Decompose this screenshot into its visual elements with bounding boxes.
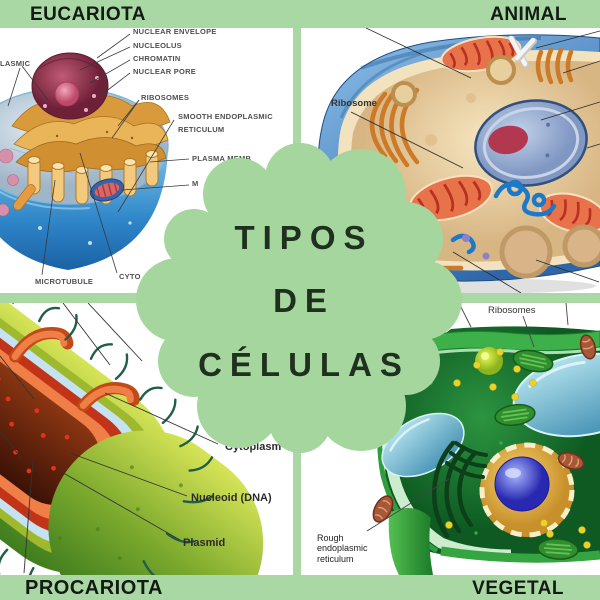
- mitochondrion: [89, 178, 125, 202]
- eucariota-illustration: [0, 33, 190, 276]
- nucleus: [479, 442, 575, 538]
- leader-lines: [366, 303, 569, 532]
- nucleolus-shape: [494, 456, 550, 512]
- label-nuclear-pore: NUCLEAR PORE: [133, 67, 197, 76]
- animal-quadrant: [301, 28, 600, 293]
- header-animal: ANIMAL: [490, 4, 567, 25]
- capsule-texture: [57, 465, 183, 561]
- small-organelles: [0, 148, 36, 217]
- label-nucleolus: NUCLEOLUS: [133, 41, 182, 50]
- nucleolus-shape: [54, 81, 80, 107]
- label-plasma-membrane: PLASMA MEMB: [192, 154, 252, 163]
- er-tubes: [27, 150, 159, 205]
- label-nuclear-envelope: NUCLEAR ENVELOPE: [133, 27, 217, 36]
- procariota-quadrant: [0, 303, 293, 575]
- leader-lines: [0, 303, 219, 574]
- leader-lines: [350, 28, 600, 293]
- label-ribosomes-eu: RIBOSOMES: [141, 93, 190, 102]
- cytoplasm-interior: [0, 303, 101, 506]
- top-banner: EUCARIOTA ANIMAL: [0, 0, 600, 28]
- vesicles: [391, 55, 600, 279]
- nucleus: [31, 52, 109, 120]
- label-ribosomes-vegetal: Ribosomes: [488, 305, 536, 316]
- capsule-cap: [48, 430, 264, 575]
- label-endoplasmic-partial: LASMIC: [0, 59, 31, 68]
- ribosome-dots: [0, 376, 70, 474]
- label-mitochondria-partial: M: [192, 179, 199, 188]
- procariota-illustration: [0, 303, 264, 575]
- chloroplasts: [494, 349, 579, 560]
- poster-title-line-3: CÉLULAS: [198, 346, 410, 383]
- label-plasmid: Plasmid: [183, 537, 226, 549]
- label-microtubule: MICROTUBULE: [35, 277, 94, 286]
- poster-title-line-2: DE: [273, 282, 335, 319]
- bottom-banner: PROCARIOTA VEGETAL: [0, 575, 600, 600]
- plastid-ball: [475, 347, 503, 375]
- pili-fimbriae: [9, 327, 140, 412]
- label-nucleoid-dna: Nucleoid (DNA): [191, 492, 272, 504]
- label-chromatin: CHROMATIN: [133, 54, 181, 63]
- nucleolus-shape: [488, 125, 528, 155]
- bacterium-body: [0, 303, 264, 575]
- leader-lines: [7, 33, 190, 276]
- label-cytoplasm-pro: Cytoplasm: [225, 441, 282, 453]
- poster-title-line-1: TIPOS: [234, 219, 374, 256]
- header-eucariota: EUCARIOTA: [30, 4, 147, 25]
- label-smooth-er: SMOOTH ENDOPLASMIC RETICULUM: [178, 112, 273, 135]
- wall-corner: [388, 508, 433, 575]
- header-vegetal: VEGETAL: [472, 578, 564, 599]
- header-procariota: PROCARIOTA: [25, 577, 163, 599]
- ribosome-dots: [445, 348, 591, 549]
- label-ribosome-animal: Ribosome: [331, 98, 377, 109]
- label-cytoplasm-partial: CYTO: [119, 272, 141, 281]
- label-rough-er: Rough endoplasmic reticulum: [317, 533, 368, 564]
- endoplasmic-reticulum: [11, 95, 171, 205]
- er-blue-tubules: [450, 179, 557, 255]
- nucleus: [474, 99, 588, 187]
- flagella-hairs: [0, 303, 215, 575]
- centriole-microtubule: [508, 35, 537, 68]
